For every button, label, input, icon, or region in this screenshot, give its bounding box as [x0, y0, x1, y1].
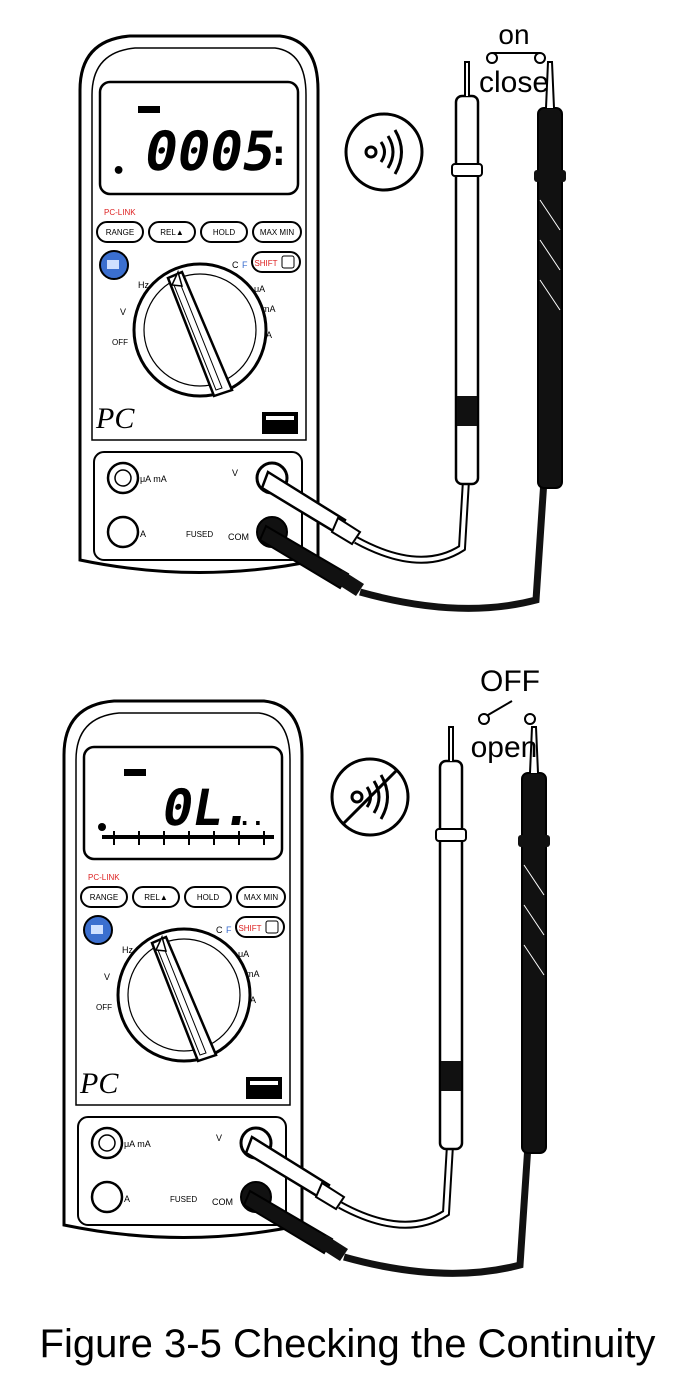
dial-label-ua: μA [238, 949, 249, 959]
range-button-label: RANGE [90, 893, 118, 902]
black-probe-plug [256, 516, 364, 596]
max-min-button-label: MAX MIN [244, 893, 278, 902]
dial-label-f: F [242, 260, 248, 270]
dial-label-ma: mA [262, 304, 276, 314]
jack-label-v: V [232, 468, 238, 478]
black-probe [518, 726, 550, 1154]
dial-label-ma: mA [246, 969, 260, 979]
contact-label-open: open [471, 731, 538, 764]
jack-label-fused: FUSED [186, 530, 213, 539]
figure-caption: Figure 3-5 Checking the Continuity [39, 1322, 656, 1366]
rel-button[interactable]: REL▲ [148, 221, 196, 243]
power-button[interactable] [83, 915, 113, 945]
red-probe-plug [239, 1126, 346, 1211]
shift-button[interactable]: SHIFT [235, 916, 285, 938]
pc-link-label: PC-LINK [104, 208, 136, 217]
dial-label-ua: μA [254, 284, 265, 294]
lcd-indicator-bar [138, 106, 160, 113]
hold-button-label: HOLD [213, 228, 235, 237]
jack-label-a: A [124, 1194, 130, 1204]
display-value: 0005 [140, 119, 281, 183]
hold-button[interactable]: HOLD [184, 886, 232, 908]
jack-label-v: V [216, 1133, 222, 1143]
shift-button[interactable]: SHIFT [251, 251, 301, 273]
continuity-muted-icon [330, 757, 410, 837]
brand-logo: PC [95, 402, 135, 435]
dial-label-off: OFF [112, 338, 128, 347]
lcd-dots: .. [238, 806, 265, 831]
jack-label-a: A [140, 529, 146, 539]
jack-label-ua-ma: μA mA [140, 474, 167, 484]
max-min-button-label: MAX MIN [260, 228, 294, 237]
jack-ua-ma[interactable] [106, 461, 140, 495]
shift-button-label: SHIFT [238, 924, 261, 933]
brand-logo: PC [79, 1067, 119, 1100]
state-label-on: on [498, 19, 529, 50]
meter-panel-open: 0L. .. PC-LINK RANGE REL▲ HOLD [62, 665, 550, 1277]
lcd-indicator-bar [124, 769, 146, 776]
jack-a[interactable] [106, 515, 140, 549]
dial-label-a: A [266, 330, 272, 340]
range-button-label: RANGE [106, 228, 134, 237]
max-min-button[interactable]: MAX MIN [252, 221, 302, 243]
dial-label-v: V [104, 972, 110, 982]
lcd-colon: : [268, 133, 290, 174]
rotary-dial[interactable] [116, 927, 252, 1063]
dial-label-off: OFF [96, 1003, 112, 1012]
jack-a[interactable] [90, 1180, 124, 1214]
dial-label-c: C [232, 260, 239, 270]
lcd-bargraph [98, 823, 274, 845]
rotary-dial[interactable] [132, 262, 268, 398]
continuity-sound-icon [344, 112, 424, 192]
dial-label-hz: Hz [138, 280, 149, 290]
pc-link-label: PC-LINK [88, 873, 120, 882]
black-test-lead [359, 479, 548, 612]
dial-label-c: C [216, 925, 223, 935]
contact-label-close: close [479, 66, 549, 99]
meter-panel-closed: 0005 : • PC-LINK RANGE REL▲ HOLD MAX MIN… [78, 19, 566, 612]
jack-label-ua-ma: μA mA [124, 1139, 151, 1149]
hold-button-label: HOLD [197, 893, 219, 902]
continuity-diagram: 0005 : • PC-LINK RANGE REL▲ HOLD MAX MIN… [62, 19, 566, 1277]
pc-link-port [246, 1077, 282, 1099]
red-probe-plug [255, 461, 362, 546]
dial-label-f: F [226, 925, 232, 935]
power-button[interactable] [99, 250, 129, 280]
jack-label-com: COM [212, 1197, 233, 1207]
dial-label-a: A [250, 995, 256, 1005]
jack-label-com: COM [228, 532, 249, 542]
max-min-button[interactable]: MAX MIN [236, 886, 286, 908]
rel-button-label: REL▲ [160, 228, 183, 237]
range-button[interactable]: RANGE [80, 886, 128, 908]
rel-button-label: REL▲ [144, 893, 167, 902]
rel-button[interactable]: REL▲ [132, 886, 180, 908]
meter-bezel [91, 47, 307, 441]
dial-label-hz: Hz [122, 945, 133, 955]
red-probe [435, 726, 467, 1151]
black-probe [534, 61, 566, 489]
closed-switch [486, 52, 546, 64]
hold-button[interactable]: HOLD [200, 221, 248, 243]
black-probe-plug [240, 1181, 348, 1261]
range-button[interactable]: RANGE [96, 221, 144, 243]
continuity-indicator-icon: • [112, 159, 125, 184]
dial-label-v: V [120, 307, 126, 317]
shift-button-label: SHIFT [254, 259, 277, 268]
red-probe [451, 61, 483, 486]
open-switch [478, 700, 536, 725]
jack-label-fused: FUSED [170, 1195, 197, 1204]
jack-ua-ma[interactable] [90, 1126, 124, 1160]
display-value: 0L. [158, 778, 259, 837]
black-test-lead [343, 1144, 532, 1277]
pc-link-port [262, 412, 298, 434]
meter-bezel [75, 712, 291, 1106]
state-label-off: OFF [480, 665, 540, 698]
